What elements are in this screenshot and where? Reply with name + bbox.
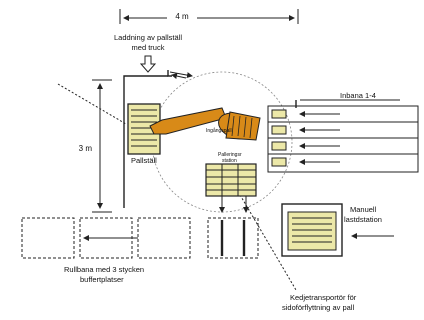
dashed-reach-line [57, 83, 127, 125]
station-label-line1: Palleringsr [218, 152, 242, 158]
height-label: 3 m [79, 144, 93, 153]
loading-label-line2: med truck [132, 43, 165, 52]
width-label: 4 m [175, 12, 189, 21]
palletizing-station [205, 163, 257, 197]
chain-label-line2: sidoförflyttning av pall [282, 303, 354, 312]
rollbana-label-line2: buffertplatser [80, 275, 124, 284]
station-label-line2: station [222, 158, 237, 164]
manual-station [281, 203, 343, 257]
height-dimension: 3 m [79, 79, 112, 213]
robot-label: Ingångspall [206, 127, 232, 134]
chain-conveyor [207, 217, 259, 259]
pallstall-label: Pallställ [131, 156, 157, 165]
loading-label-line1: Laddning av pallställ [114, 33, 182, 42]
width-dimension: 4 m [119, 9, 299, 24]
infeed-boxes [271, 109, 287, 167]
station-down-arrows [219, 196, 249, 213]
chain-label-line1: Kedjetransportör för [290, 293, 357, 302]
loading-arrow-icon [139, 55, 157, 73]
rollbana-label-line1: Rullbana med 3 stycken [64, 265, 144, 274]
robot-arm [149, 107, 261, 141]
infeed-conveyors [267, 99, 419, 173]
cell-outline [123, 70, 297, 208]
infeed-arrows [299, 111, 340, 165]
manual-label-line2: lastdstation [344, 215, 382, 224]
manual-label-line1: Manuell [350, 205, 377, 214]
infeed-label: Inbana 1-4 [340, 91, 376, 100]
